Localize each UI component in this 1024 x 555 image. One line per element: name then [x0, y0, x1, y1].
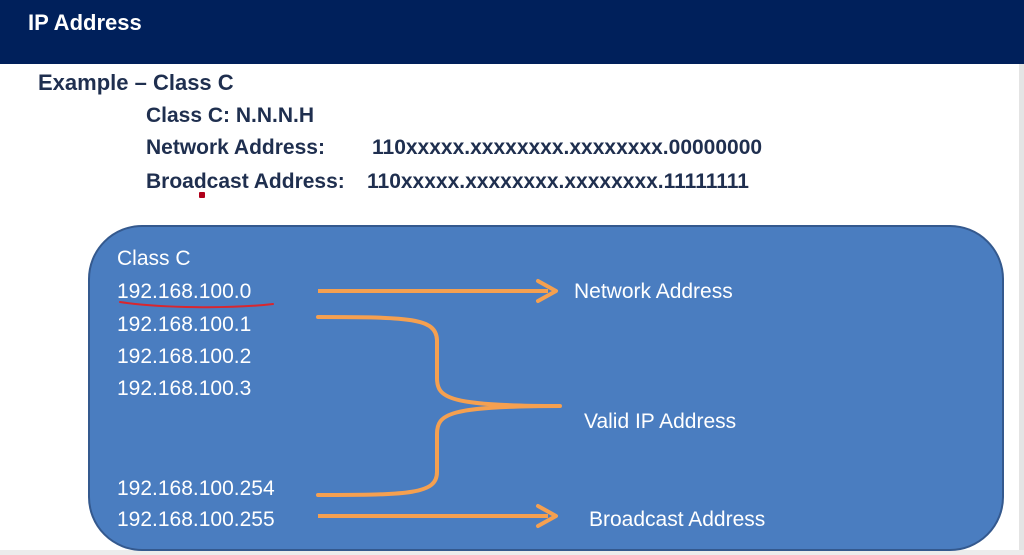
broadcast-right-arrow-icon	[318, 504, 558, 528]
valid-range-curly-brace-icon	[316, 315, 562, 497]
network-address-underline	[119, 301, 274, 309]
broadcast-address-callout: Broadcast Address	[589, 508, 766, 531]
pointer-mark	[199, 192, 205, 198]
title-bar: IP Address	[0, 0, 1024, 64]
address-first-host: 192.168.100.1	[117, 313, 252, 336]
address-broadcast: 192.168.100.255	[117, 508, 275, 531]
example-heading: Example – Class C	[38, 70, 234, 95]
network-address-callout: Network Address	[574, 280, 733, 303]
address-network: 192.168.100.0	[117, 280, 252, 303]
network-right-arrow-icon	[318, 279, 558, 303]
valid-ip-callout: Valid IP Address	[584, 410, 737, 433]
broadcast-address-binary: 110xxxxx.xxxxxxxx.xxxxxxxx.11111111	[367, 170, 749, 193]
slide-title: IP Address	[28, 10, 142, 35]
slide-right-edge	[1019, 64, 1024, 555]
class-pattern-line: Class C: N.N.N.H	[146, 104, 315, 127]
network-address-label: Network Address:	[146, 136, 325, 159]
address-third-host: 192.168.100.3	[117, 377, 252, 400]
panel-class-label: Class C	[117, 247, 191, 270]
address-second-host: 192.168.100.2	[117, 345, 252, 368]
class-c-panel	[88, 225, 1004, 551]
broadcast-address-label: Broadcast Address:	[146, 170, 345, 193]
slide-bottom-edge	[0, 550, 1024, 555]
network-address-binary: 110xxxxx.xxxxxxxx.xxxxxxxx.00000000	[372, 136, 763, 159]
address-last-host: 192.168.100.254	[117, 477, 275, 500]
